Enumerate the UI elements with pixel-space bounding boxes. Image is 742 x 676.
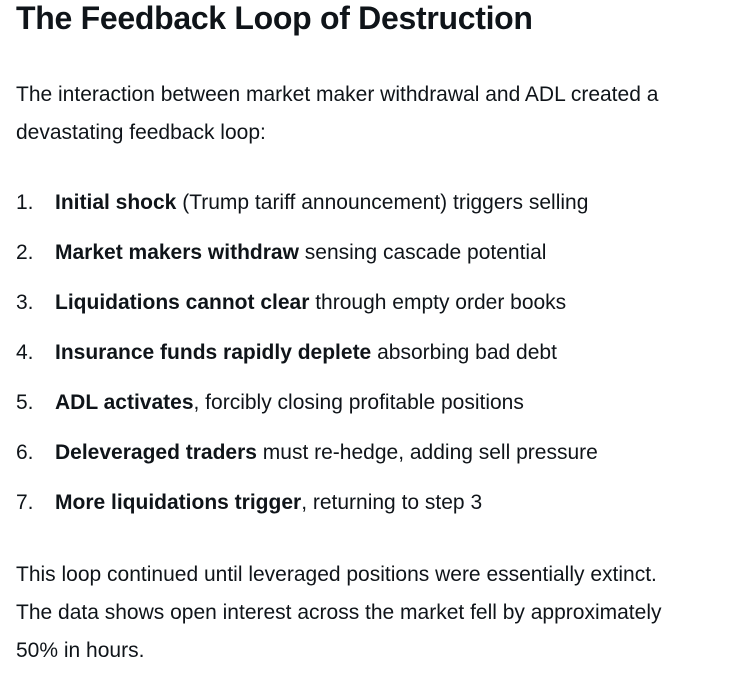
list-item-number: 4. (16, 341, 34, 364)
list-item-rest: , returning to step 3 (301, 491, 483, 514)
list-item: 5. ADL activates, forcibly closing profi… (16, 388, 686, 418)
list-item-rest: absorbing bad debt (371, 341, 557, 364)
list-item-rest: must re-hedge, adding sell pressure (256, 441, 598, 464)
list-item-lead: Insurance funds rapidly deplete (55, 341, 372, 364)
list-item: 4. Insurance funds rapidly deplete absor… (16, 338, 686, 368)
outro-paragraph: This loop continued until leveraged posi… (16, 563, 662, 662)
list-item-text: More liquidations trigger, returning to … (55, 488, 686, 518)
list-item-lead: Liquidations cannot clear (55, 291, 310, 314)
list-item-text: Initial shock (Trump tariff announcement… (55, 188, 686, 218)
list-item-lead: ADL activates (55, 391, 194, 414)
intro-paragraph: The interaction between market maker wit… (16, 83, 659, 144)
list-item-number: 2. (16, 241, 34, 264)
list-item-number: 1. (16, 191, 34, 214)
list-item-lead: More liquidations trigger (55, 491, 302, 514)
list-item-text: Market makers withdraw sensing cascade p… (55, 238, 686, 268)
list-item: 1. Initial shock (Trump tariff announcem… (16, 188, 686, 218)
list-item: 3. Liquidations cannot clear through emp… (16, 288, 686, 318)
list-item-rest: (Trump tariff announcement) triggers sel… (176, 191, 589, 214)
list-item-number: 3. (16, 291, 34, 314)
list-item-text: Liquidations cannot clear through empty … (55, 288, 686, 318)
list-item-rest: , forcibly closing profitable positions (193, 391, 524, 414)
list-item-lead: Initial shock (55, 191, 177, 214)
list-item-rest: through empty order books (309, 291, 567, 314)
list-item: 6. Deleveraged traders must re-hedge, ad… (16, 438, 686, 468)
list-item-number: 5. (16, 391, 34, 414)
list-item-text: Deleveraged traders must re-hedge, addin… (55, 438, 686, 468)
list-item-number: 6. (16, 441, 34, 464)
list-item-text: ADL activates, forcibly closing profitab… (55, 388, 686, 418)
feedback-loop-list: 1. Initial shock (Trump tariff announcem… (16, 188, 686, 518)
list-item-rest: sensing cascade potential (298, 241, 547, 264)
list-item-number: 7. (16, 491, 34, 514)
list-item-lead: Market makers withdraw (55, 241, 299, 264)
list-item: 2. Market makers withdraw sensing cascad… (16, 238, 686, 268)
list-item-lead: Deleveraged traders (55, 441, 257, 464)
list-item: 7. More liquidations trigger, returning … (16, 488, 686, 518)
list-item-text: Insurance funds rapidly deplete absorbin… (55, 338, 686, 368)
page-title: The Feedback Loop of Destruction (16, 0, 533, 36)
